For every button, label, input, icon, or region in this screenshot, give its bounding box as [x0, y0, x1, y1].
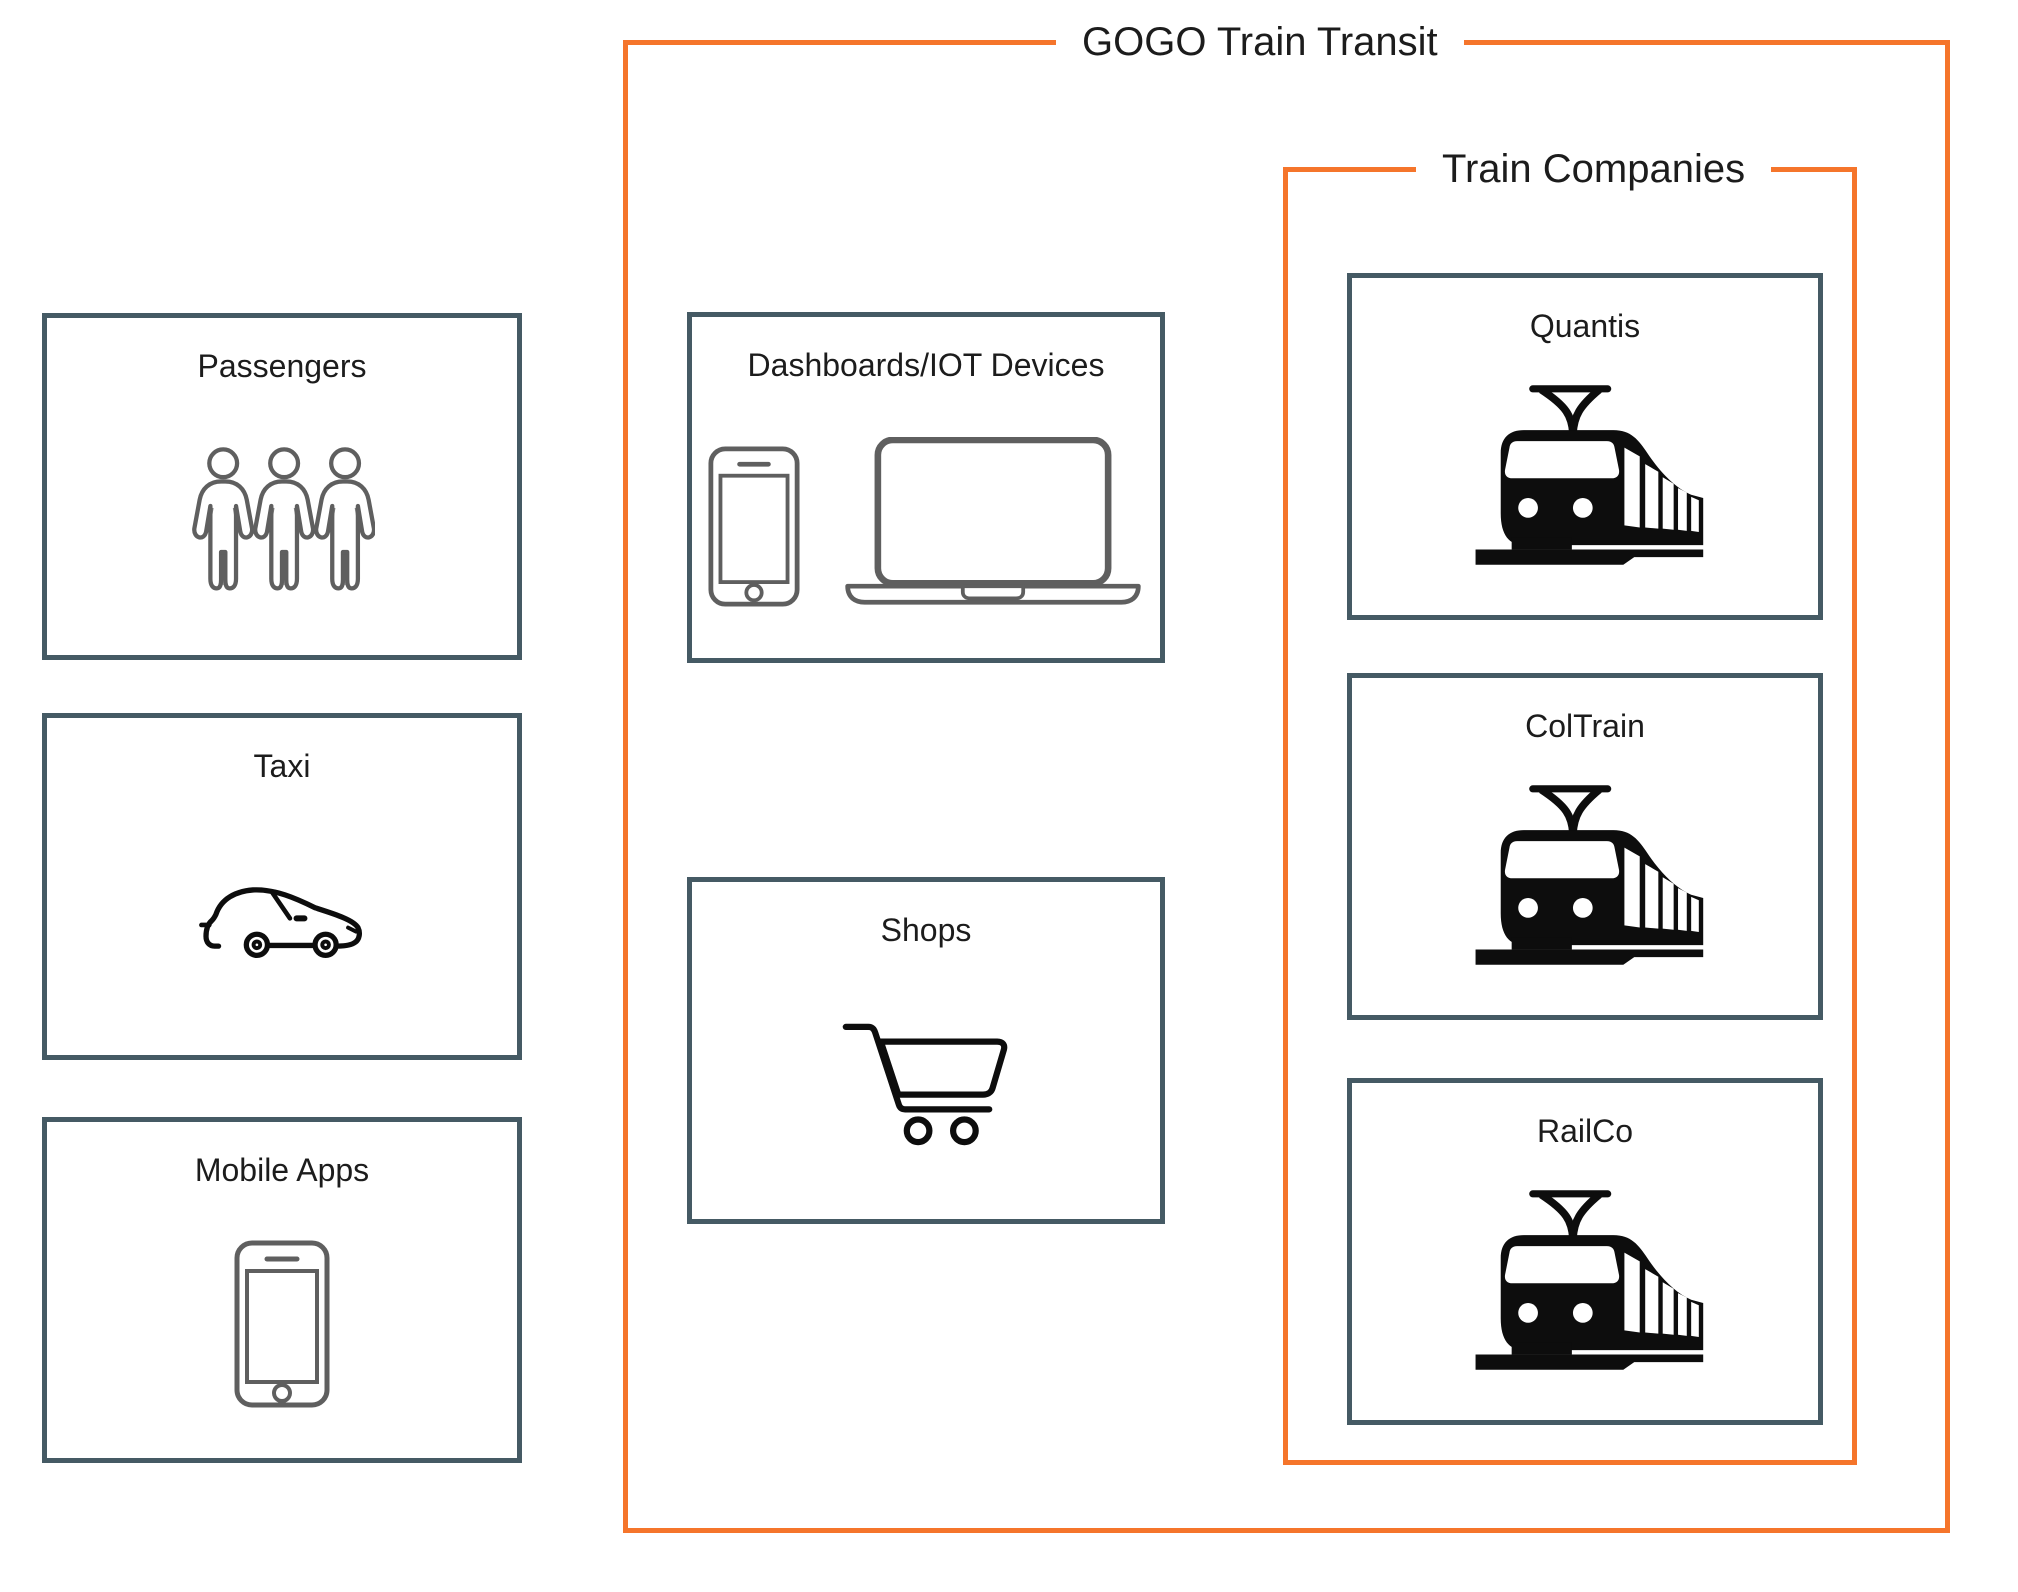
cart-icon: [692, 950, 1160, 1219]
node-label: ColTrain: [1525, 708, 1645, 744]
group-gogo-train-transit: GOGO Train Transit: [623, 16, 1950, 1533]
node-mobile-apps: Mobile Apps: [42, 1117, 522, 1463]
node-label: Shops: [880, 912, 972, 948]
node-label: Taxi: [253, 748, 311, 784]
train-icon: [1352, 346, 1818, 615]
node-shops: Shops: [687, 877, 1165, 1224]
group-title-gogo-train-transit: GOGO Train Transit: [1056, 16, 1464, 68]
train-icon: [1352, 746, 1818, 1015]
train-icon: [1352, 1151, 1818, 1420]
node-label: Passengers: [197, 348, 367, 384]
node-passengers: Passengers: [42, 313, 522, 660]
node-label: Dashboards/IOT Devices: [747, 347, 1105, 383]
car-icon: [47, 786, 517, 1055]
node-dashboards-iot-devices: Dashboards/IOT Devices: [687, 312, 1165, 663]
laptop-icon: [842, 436, 1144, 607]
smartphone-icon: [708, 445, 800, 607]
node-quantis: Quantis: [1347, 273, 1823, 620]
node-coltrain: ColTrain: [1347, 673, 1823, 1020]
group-train-companies: Train Companies: [1283, 143, 1857, 1465]
node-label: Quantis: [1529, 308, 1641, 344]
smartphone-icon: [47, 1190, 517, 1458]
devices-icons: [692, 385, 1160, 658]
node-railco: RailCo: [1347, 1078, 1823, 1425]
node-label: RailCo: [1536, 1113, 1634, 1149]
group-title-train-companies: Train Companies: [1416, 143, 1772, 195]
people-icon: [47, 386, 517, 655]
node-taxi: Taxi: [42, 713, 522, 1060]
node-label: Mobile Apps: [194, 1152, 370, 1188]
